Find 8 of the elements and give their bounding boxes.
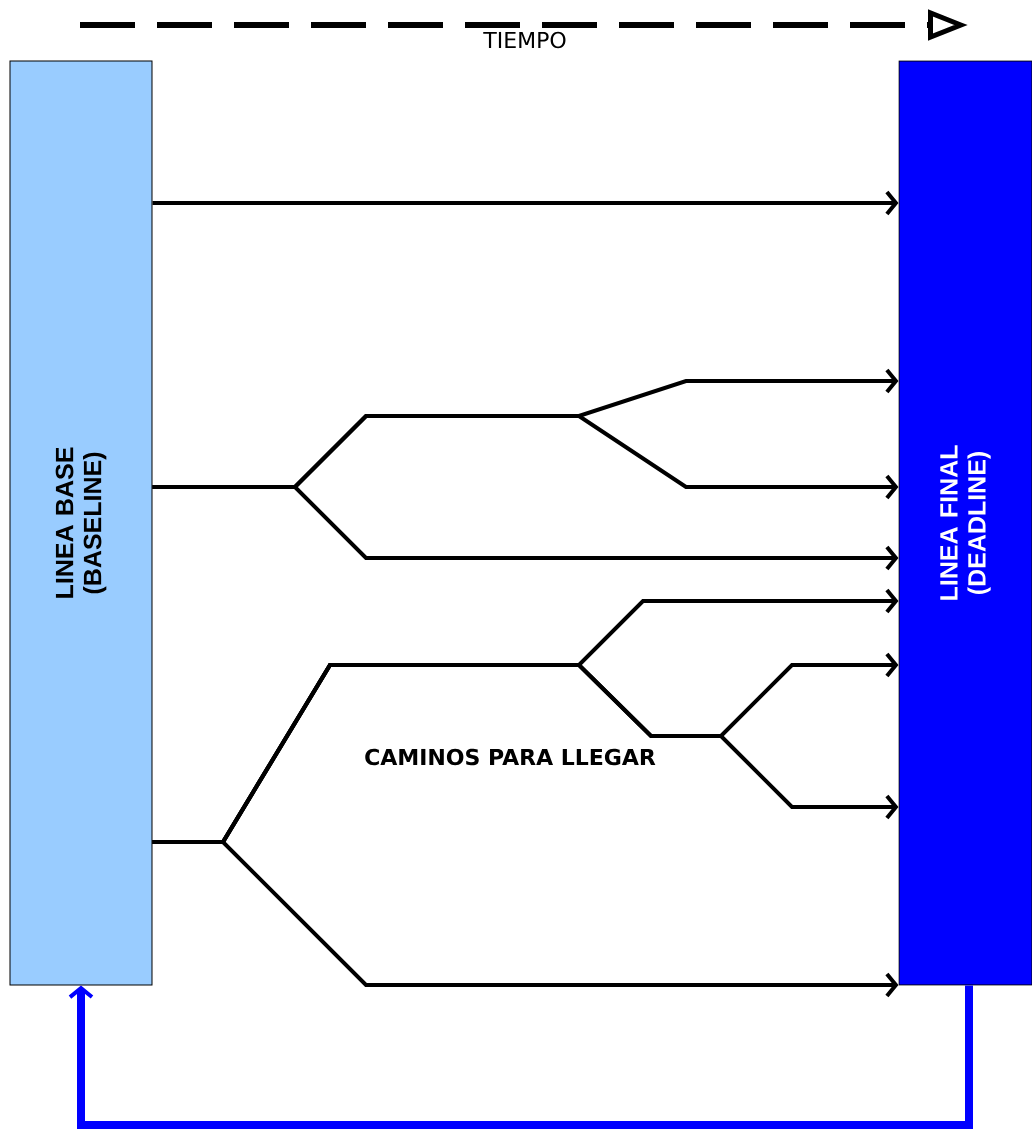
path-arrow <box>152 485 899 571</box>
deadline-bar: LINEA FINAL (DEADLINE) <box>898 60 1032 986</box>
paths-label: CAMINOS PARA LLEGAR <box>363 747 657 767</box>
baseline-bar: LINEA BASE (BASELINE) <box>9 60 153 986</box>
path-arrow <box>152 840 899 998</box>
path-arrow <box>152 190 899 216</box>
feedback-arrow <box>68 985 973 1129</box>
time-label: TIEMPO <box>482 30 568 50</box>
